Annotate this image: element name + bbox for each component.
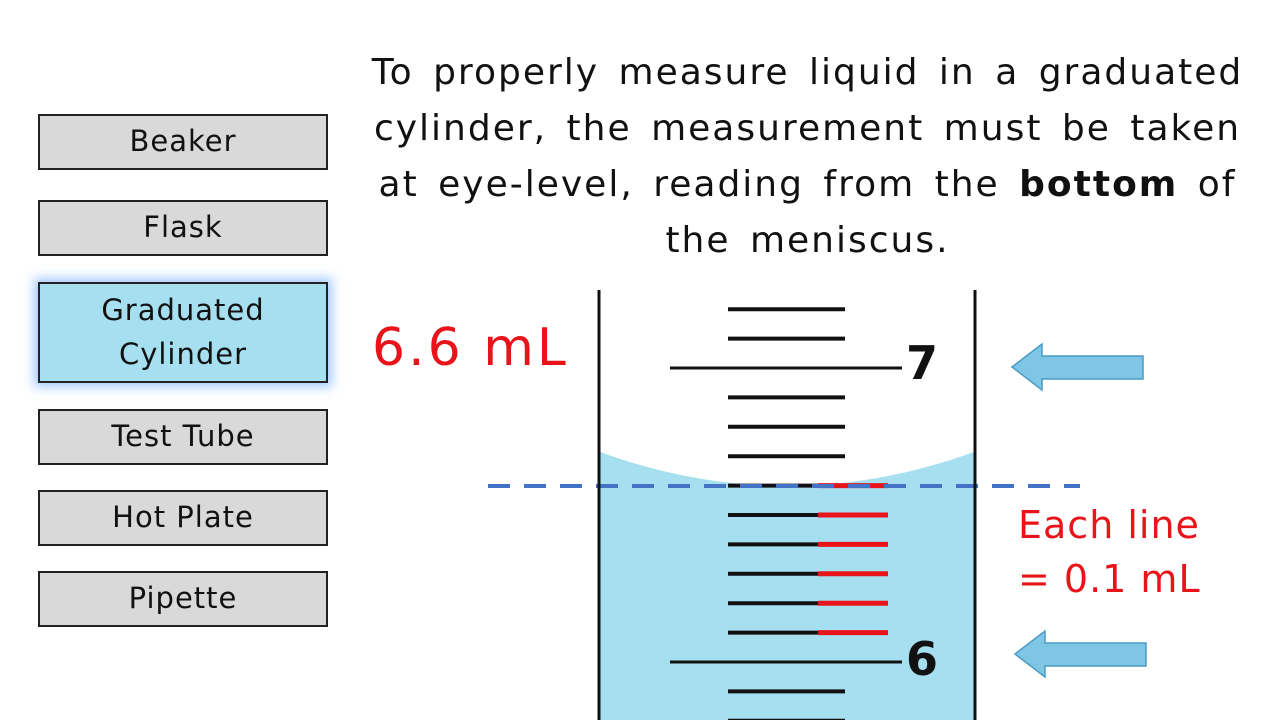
menu-pipette-button[interactable]: Pipette [38, 571, 328, 627]
instruction-text-start: To properly measure liquid in a graduate… [371, 52, 1244, 205]
scale-label-6: 6 [906, 632, 939, 686]
scale-label-7: 7 [906, 336, 939, 390]
scale-ticks [670, 307, 902, 720]
left-arrow-icon [1010, 342, 1144, 392]
increment-note-line2: = 0.1 mL [1018, 557, 1201, 601]
menu-test-tube-button[interactable]: Test Tube [38, 409, 328, 465]
menu-hot-plate-button[interactable]: Hot Plate [38, 490, 328, 546]
menu-beaker-button[interactable]: Beaker [38, 114, 328, 170]
instruction-text-end: of the meniscus. [665, 164, 1237, 261]
liquid [600, 452, 974, 720]
increment-note-line1: Each line [1018, 503, 1200, 547]
instruction-bold-word: bottom [1019, 164, 1179, 205]
menu-flask-button[interactable]: Flask [38, 200, 328, 256]
instruction-text: To properly measure liquid in a graduate… [355, 45, 1260, 269]
menu-graduated-cylinder-button[interactable]: Graduated Cylinder [38, 282, 328, 383]
increment-note: Each line = 0.1 mL [1018, 498, 1238, 606]
reading-value: 6.6 mL [372, 318, 569, 378]
left-arrow-icon [1013, 629, 1147, 679]
